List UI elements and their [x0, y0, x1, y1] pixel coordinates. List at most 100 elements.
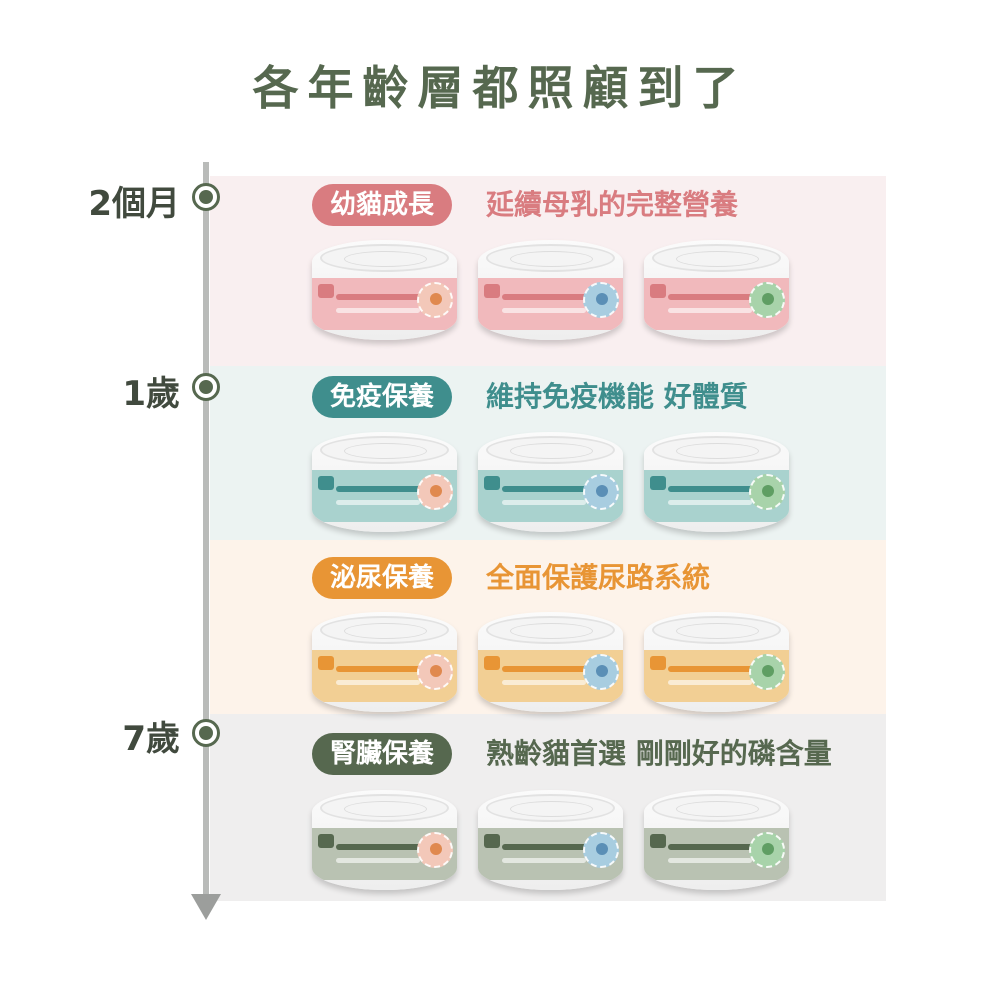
- age-label-7-years: 7歲: [122, 719, 180, 759]
- flavor-mark: [762, 665, 774, 677]
- can-label: [312, 828, 457, 880]
- can-lid: [486, 244, 615, 272]
- product-can: [644, 240, 789, 340]
- flavor-mark: [596, 485, 608, 497]
- can-label: [644, 470, 789, 522]
- brand-logo-icon: [318, 476, 334, 490]
- product-can: [312, 432, 457, 532]
- can-label-strip: [502, 858, 586, 863]
- age-marker-7-years: [192, 719, 220, 747]
- chicken-icon: [417, 832, 453, 868]
- can-label-text-line: [336, 844, 432, 850]
- marker-dot: [199, 380, 213, 394]
- can-lid-ring: [510, 623, 593, 639]
- product-can: [478, 432, 623, 532]
- can-label-strip: [336, 308, 420, 313]
- flavor-mark: [430, 293, 442, 305]
- subtitle-kitten-growth: 延續母乳的完整營養: [486, 188, 739, 221]
- page-title: 各年齡層都照顧到了: [252, 61, 748, 115]
- product-can: [478, 240, 623, 340]
- can-label-text-line: [336, 666, 432, 672]
- brand-logo-icon: [650, 834, 666, 848]
- age-marker-2-months: [192, 183, 220, 211]
- can-lid-ring: [510, 443, 593, 459]
- fish-icon: [583, 832, 619, 868]
- can-lid-ring: [676, 801, 759, 817]
- can-label-text-line: [668, 294, 764, 300]
- can-lid-ring: [510, 801, 593, 817]
- can-lid: [652, 436, 781, 464]
- marker-dot: [199, 726, 213, 740]
- subtitle-kidney-care: 熟齡貓首選 剛剛好的磷含量: [486, 737, 832, 770]
- can-label-strip: [502, 500, 586, 505]
- flavor-mark: [762, 293, 774, 305]
- age-label-2-months: 2個月: [88, 184, 180, 224]
- can-label-strip: [502, 308, 586, 313]
- can-label: [644, 828, 789, 880]
- tag-kitten-growth: 幼貓成長: [312, 184, 453, 226]
- can-label: [644, 650, 789, 702]
- can-label-text-line: [668, 666, 764, 672]
- fish-icon: [583, 654, 619, 690]
- brand-logo-icon: [484, 476, 500, 490]
- can-label-strip: [668, 858, 752, 863]
- can-label-strip: [668, 500, 752, 505]
- age-marker-1-year: [192, 373, 220, 401]
- can-label: [478, 828, 623, 880]
- can-label: [312, 650, 457, 702]
- can-label-text-line: [502, 844, 598, 850]
- can-label-strip: [668, 308, 752, 313]
- brand-logo-icon: [484, 656, 500, 670]
- can-lid-ring: [676, 251, 759, 267]
- tag-immune-care: 免疫保養: [312, 376, 453, 418]
- can-lid: [320, 616, 449, 644]
- can-lid-ring: [344, 801, 427, 817]
- brand-logo-icon: [318, 284, 334, 298]
- duck-icon: [749, 282, 785, 318]
- product-can: [644, 612, 789, 712]
- can-label-text-line: [502, 486, 598, 492]
- flavor-mark: [596, 293, 608, 305]
- subtitle-urinary-care: 全面保護尿路系統: [486, 561, 711, 594]
- timeline-arrow: [191, 894, 221, 920]
- product-can: [644, 790, 789, 890]
- can-lid: [320, 436, 449, 464]
- product-can: [312, 790, 457, 890]
- brand-logo-icon: [318, 834, 334, 848]
- duck-icon: [749, 832, 785, 868]
- flavor-mark: [762, 485, 774, 497]
- chicken-icon: [417, 474, 453, 510]
- can-lid: [652, 616, 781, 644]
- brand-logo-icon: [484, 834, 500, 848]
- can-label-text-line: [336, 294, 432, 300]
- product-can: [478, 612, 623, 712]
- can-label-strip: [336, 680, 420, 685]
- can-label-strip: [668, 680, 752, 685]
- brand-logo-icon: [650, 476, 666, 490]
- flavor-mark: [430, 485, 442, 497]
- can-label-text-line: [502, 294, 598, 300]
- chicken-icon: [417, 282, 453, 318]
- brand-logo-icon: [650, 284, 666, 298]
- can-lid-ring: [344, 251, 427, 267]
- product-can: [312, 612, 457, 712]
- product-can: [478, 790, 623, 890]
- product-can: [644, 432, 789, 532]
- flavor-mark: [762, 843, 774, 855]
- can-lid-ring: [344, 623, 427, 639]
- flavor-mark: [430, 665, 442, 677]
- can-label: [312, 470, 457, 522]
- can-lid: [486, 436, 615, 464]
- can-label-strip: [336, 500, 420, 505]
- can-lid-ring: [676, 443, 759, 459]
- can-lid-ring: [676, 623, 759, 639]
- can-lid: [652, 244, 781, 272]
- brand-logo-icon: [484, 284, 500, 298]
- marker-dot: [199, 190, 213, 204]
- fish-icon: [583, 282, 619, 318]
- can-label-strip: [336, 858, 420, 863]
- fish-icon: [583, 474, 619, 510]
- can-lid: [486, 794, 615, 822]
- duck-icon: [749, 654, 785, 690]
- can-lid-ring: [510, 251, 593, 267]
